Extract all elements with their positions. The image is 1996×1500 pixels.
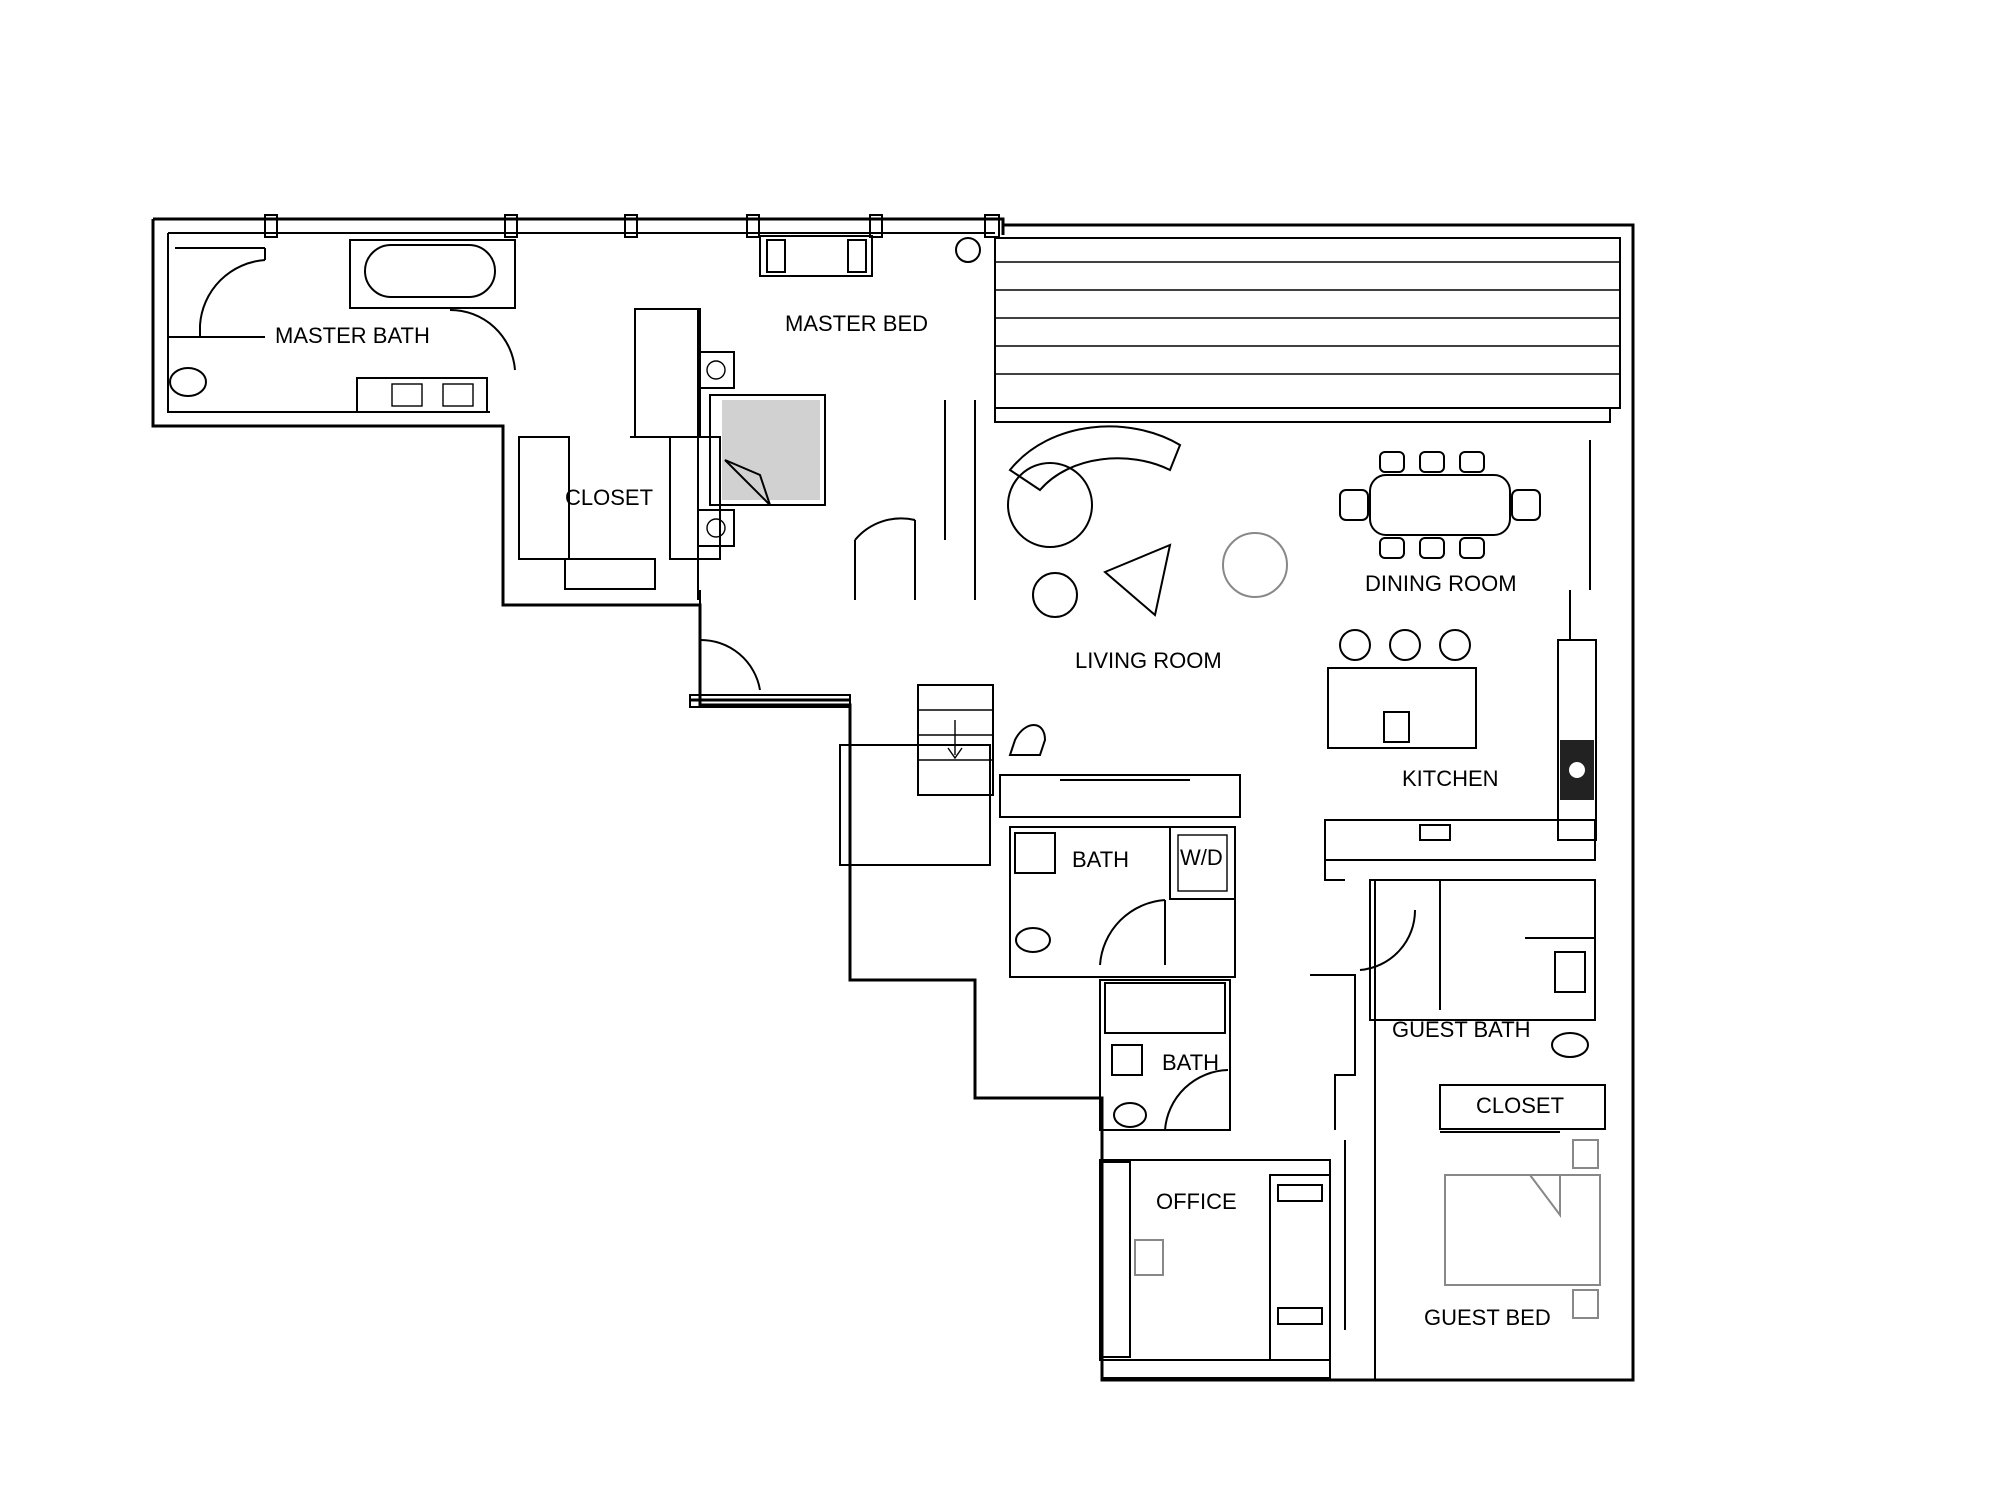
toilet-icon <box>169 367 207 397</box>
bath-laundry <box>999 774 1241 978</box>
sink-icon <box>1383 711 1410 743</box>
dining-room <box>1339 440 1591 640</box>
label-bath-2: BATH <box>1162 1050 1219 1075</box>
sink-icon <box>1554 951 1586 993</box>
corridor-walls <box>1310 820 1417 1380</box>
label-master-bed: MASTER BED <box>785 311 928 336</box>
exterior-walls <box>151 214 1635 1382</box>
label-office: OFFICE <box>1156 1189 1237 1214</box>
toilet-icon <box>1551 1032 1589 1058</box>
master-closet <box>518 308 721 600</box>
label-closet-master: CLOSET <box>565 485 653 510</box>
office <box>1099 1159 1331 1379</box>
guest-bed-icon <box>1444 1139 1601 1319</box>
label-guest-bath: GUEST BATH <box>1392 1017 1531 1042</box>
round-table-icon <box>1222 532 1288 598</box>
chair-icon <box>1008 724 1047 756</box>
bed-icon <box>709 394 826 506</box>
label-bath-1: BATH <box>1072 847 1129 872</box>
bath-2 <box>1099 979 1231 1131</box>
label-master-bath: MASTER BATH <box>275 323 430 348</box>
guest-suite <box>1369 879 1606 1319</box>
kitchen <box>1324 629 1597 861</box>
terrace-tiles <box>994 237 1621 423</box>
label-closet-guest: CLOSET <box>1476 1093 1564 1118</box>
label-kitchen: KITCHEN <box>1402 766 1499 791</box>
label-dining-room: DINING ROOM <box>1365 571 1517 596</box>
sink-icon <box>442 383 474 407</box>
chair-icon <box>1134 1239 1164 1276</box>
room-labels: MASTER BATH MASTER BED CLOSET LIVING ROO… <box>275 311 1564 1330</box>
sink-icon <box>1111 1044 1143 1076</box>
label-living-room: LIVING ROOM <box>1075 648 1222 673</box>
label-washer-dryer: W/D <box>1180 845 1223 870</box>
toilet-icon <box>1015 927 1051 953</box>
master-bath <box>168 239 516 413</box>
living-room-furniture <box>1007 425 1288 618</box>
sink-icon <box>391 383 423 407</box>
toilet-icon <box>1113 1102 1147 1128</box>
dishwasher-icon <box>1419 824 1451 841</box>
stairs <box>689 590 1047 866</box>
master-bedroom <box>697 235 981 600</box>
label-guest-bed: GUEST BED <box>1424 1305 1551 1330</box>
